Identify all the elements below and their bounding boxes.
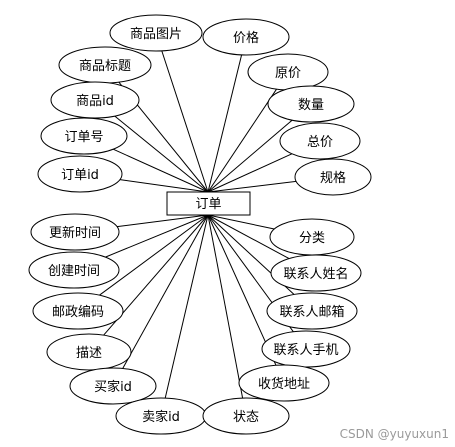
attribute-label: 数量 <box>298 98 324 113</box>
attribute-node: 联系人手机 <box>261 330 351 368</box>
attribute-node: 订单id <box>37 155 123 193</box>
attribute-node: 联系人邮箱 <box>266 292 358 330</box>
attribute-node: 状态 <box>202 397 290 435</box>
attribute-ellipse <box>270 254 362 292</box>
connector-line <box>207 119 293 193</box>
entity-order: 订单 <box>166 191 251 216</box>
watermark: CSDN @yuyuxun1 <box>339 427 449 441</box>
connector-line <box>99 214 209 296</box>
connector-line <box>207 214 277 366</box>
connector-line <box>164 214 209 399</box>
entity-label: 订单 <box>195 197 221 212</box>
connector-line <box>207 214 275 230</box>
connector-line <box>116 214 209 228</box>
attribute-node: 订单号 <box>40 117 128 155</box>
attribute-node: 卖家id <box>115 397 207 435</box>
attribute-node: 数量 <box>267 85 355 123</box>
connector-line <box>114 115 209 193</box>
connector-line <box>207 180 297 193</box>
attribute-ellipse <box>50 81 140 119</box>
attribute-label: 规格 <box>320 170 346 186</box>
connector-line <box>105 214 209 258</box>
attribute-node: 收货地址 <box>238 364 330 402</box>
attribute-label: 订单id <box>61 168 99 183</box>
connector-line <box>119 179 209 193</box>
attribute-ellipse <box>202 18 290 56</box>
attribute-label: 状态 <box>233 410 259 425</box>
attribute-ellipse <box>279 122 361 160</box>
attribute-label: 创建时间 <box>48 264 100 279</box>
connector-line <box>161 50 209 193</box>
attribute-ellipse <box>266 292 358 330</box>
attribute-label: 收货地址 <box>258 376 310 392</box>
attribute-node: 描述 <box>46 333 132 371</box>
attribute-label: 商品标题 <box>79 59 131 74</box>
attribute-ellipse <box>69 367 157 405</box>
attribute-ellipse <box>238 364 330 402</box>
attribute-label: 联系人姓名 <box>283 266 348 282</box>
attribute-label: 联系人邮箱 <box>279 304 344 320</box>
connectors <box>99 50 297 399</box>
attribute-label: 卖家id <box>142 409 180 425</box>
connector-line <box>207 214 290 260</box>
attribute-label: 总价 <box>307 135 333 150</box>
attribute-label: 原价 <box>275 66 301 81</box>
attribute-ellipse <box>202 397 290 435</box>
attribute-label: 更新时间 <box>49 225 101 241</box>
attribute-node: 创建时间 <box>28 251 120 289</box>
attribute-label: 订单号 <box>64 130 103 145</box>
connector-line <box>112 148 209 193</box>
attribute-node: 商品图片 <box>109 14 203 52</box>
attribute-ellipse <box>109 14 203 52</box>
connector-line <box>207 153 293 193</box>
attribute-label: 邮政编码 <box>52 305 104 320</box>
attribute-node: 原价 <box>247 53 329 91</box>
attribute-node: 总价 <box>279 122 361 160</box>
attribute-node: 联系人姓名 <box>270 254 362 292</box>
attribute-ellipse <box>294 158 372 196</box>
attribute-node: 邮政编码 <box>32 292 124 330</box>
entity-box <box>166 191 251 216</box>
connector-line <box>207 54 243 193</box>
attribute-label: 买家id <box>94 379 132 395</box>
attribute-ellipse <box>30 213 120 251</box>
attribute-label: 商品id <box>76 94 114 109</box>
attribute-ellipse <box>37 155 123 193</box>
attribute-node: 价格 <box>202 18 290 56</box>
attribute-node: 分类 <box>269 218 355 256</box>
attribute-node: 买家id <box>69 367 157 405</box>
attribute-label: 商品图片 <box>130 27 182 42</box>
attribute-node: 商品id <box>50 81 140 119</box>
attribute-ellipse <box>46 333 132 371</box>
attribute-ellipse <box>28 251 120 289</box>
attribute-label: 价格 <box>233 30 259 46</box>
attribute-ellipse <box>267 85 355 123</box>
connector-line <box>207 214 244 399</box>
attribute-node: 规格 <box>294 158 372 196</box>
attribute-label: 联系人手机 <box>273 343 338 358</box>
attribute-ellipse <box>32 292 124 330</box>
attribute-ellipse <box>40 117 128 155</box>
connector-line <box>122 214 209 369</box>
attribute-label: 描述 <box>76 346 102 361</box>
attribute-label: 分类 <box>299 231 325 246</box>
attribute-node: 商品标题 <box>58 46 152 84</box>
connector-line <box>207 88 277 193</box>
attribute-node: 更新时间 <box>30 213 120 251</box>
